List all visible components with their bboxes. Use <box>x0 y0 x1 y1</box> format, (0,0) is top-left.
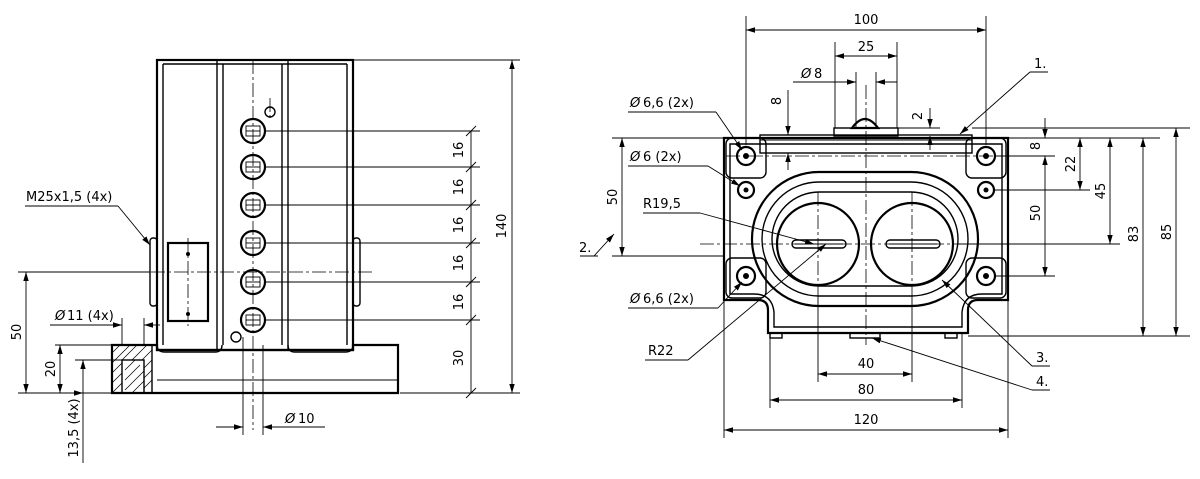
dim-22-label: 22 <box>1064 156 1079 173</box>
hole-11-label: 11 (4x) <box>67 309 114 324</box>
callout-2: 2. <box>579 241 591 256</box>
bottom-dim-30: 30 <box>452 350 467 367</box>
height-140-label: 140 <box>495 214 510 239</box>
pitch-dim-4: 16 <box>452 255 467 272</box>
thread-label: M25x1,5 (4x) <box>26 190 112 205</box>
bore-10-prefix: Ø <box>284 412 296 427</box>
mounting-hole-r <box>976 180 996 200</box>
counterbore-label: 13,5 (4x) <box>67 398 82 457</box>
hole-6-prefix: Ø <box>629 150 641 165</box>
pitch-dim-3: 16 <box>452 217 467 234</box>
dia-8-label: 8 <box>814 67 822 82</box>
callout-3: 3. <box>1036 351 1048 366</box>
callout-4: 4. <box>1036 375 1048 390</box>
dim-85-label: 85 <box>1160 224 1175 241</box>
pitch-dim-1: 16 <box>452 142 467 159</box>
hole-66-top-prefix: Ø <box>629 96 641 111</box>
hole-66-bottom-label: 6,6 (2x) <box>643 292 694 307</box>
pitch-dim-2: 16 <box>452 179 467 196</box>
hole-66-bottom-prefix: Ø <box>629 292 641 307</box>
side-view: 16 16 16 16 16 30 140 50 20 13,5 (4x) Ø … <box>10 58 520 463</box>
mounting-hole-bl <box>735 265 757 287</box>
height-50-label: 50 <box>10 324 25 341</box>
radius-22-label: R22 <box>648 344 674 359</box>
height-20-label: 20 <box>44 361 59 378</box>
bore-10-label: 10 <box>298 412 315 427</box>
hole-6-label: 6 (2x) <box>643 150 682 165</box>
front-housing-outline <box>722 136 1010 335</box>
dim-2-label: 2 <box>911 112 926 120</box>
dia-8-prefix: Ø <box>800 67 812 82</box>
dim-8-left-label: 8 <box>770 97 785 105</box>
width-25-label: 25 <box>858 40 875 55</box>
oval-recess-outer <box>750 170 980 308</box>
front-view: 100 25 Ø 8 8 2 8 22 <box>579 13 1190 438</box>
mounting-hole-l <box>736 180 756 200</box>
width-100-label: 100 <box>854 13 879 28</box>
dim-40-label: 40 <box>858 357 875 372</box>
callout-1: 1. <box>1034 57 1046 72</box>
mounting-hole-br <box>975 265 997 287</box>
counterbore-section <box>111 344 153 394</box>
dim-8-right-label: 8 <box>1029 142 1044 150</box>
dim-80-label: 80 <box>858 383 875 398</box>
dim-83-label: 83 <box>1127 226 1142 243</box>
dim-50-left-label: 50 <box>606 189 621 206</box>
radius-195-label: R19,5 <box>643 197 681 212</box>
dim-45-label: 45 <box>1094 183 1109 200</box>
side-base-flange <box>110 343 400 395</box>
hole-11-prefix: Ø <box>54 309 66 324</box>
hole-66-top-label: 6,6 (2x) <box>643 96 694 111</box>
pitch-dim-5: 16 <box>452 294 467 311</box>
dim-120-label: 120 <box>854 413 879 428</box>
dim-50-right-label: 50 <box>1029 205 1044 222</box>
pitch-ticks <box>465 125 477 399</box>
